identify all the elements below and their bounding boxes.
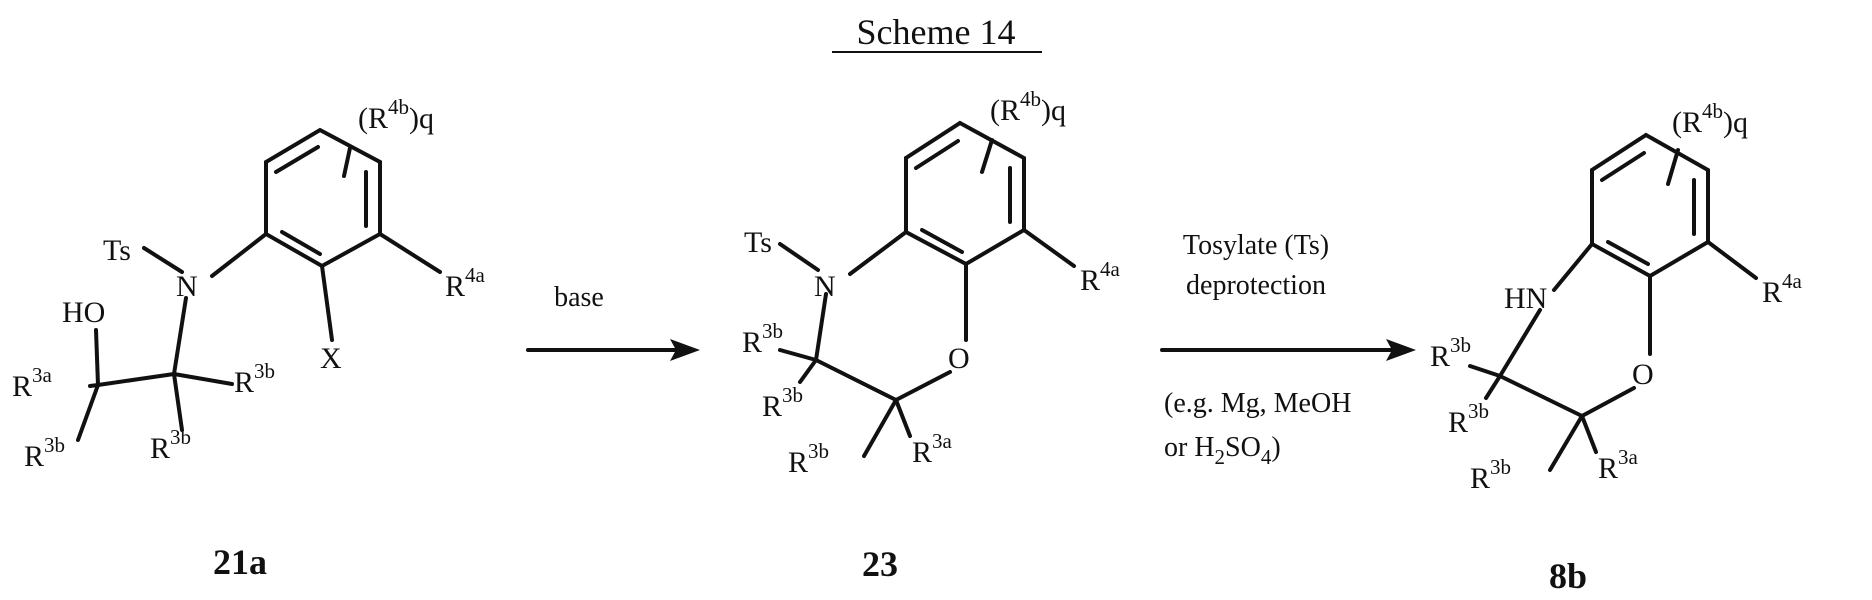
r3b-label: R3b <box>1448 399 1489 439</box>
ho-label: HO <box>62 296 105 329</box>
ho-bond <box>96 330 98 385</box>
n-aryl-bond <box>850 232 906 274</box>
reagent-line-2: deprotection <box>1186 270 1326 301</box>
r3a-bond <box>90 385 98 386</box>
r4a-label: R4a <box>1762 269 1803 309</box>
ts-n-bond <box>780 244 818 270</box>
r3a-label: R3a <box>912 429 953 469</box>
r3b-bond <box>1550 416 1582 470</box>
benzene-ring-8b <box>1592 135 1708 276</box>
ts-label: Ts <box>744 226 772 259</box>
o-label: O <box>948 342 970 375</box>
r4b-label: (R4b)q <box>358 95 434 135</box>
r3b-bond <box>1470 366 1500 376</box>
benzene-ring-23 <box>906 123 1024 264</box>
double-bond <box>916 141 958 168</box>
r3b-label: R3b <box>1430 333 1471 373</box>
reagent-line-4: or H2SO4) <box>1164 432 1281 469</box>
reaction-arrow-2: Tosylate (Ts) deprotection (e.g. Mg, MeO… <box>1162 230 1416 469</box>
compound-8b-structure: (R4b)q R4a HN O R3b R3b R3b R3a 8b <box>1430 99 1803 596</box>
reagent-line-3: (e.g. Mg, MeOH <box>1164 388 1351 419</box>
r4b-attachment-bond <box>982 140 992 172</box>
r4a-bond <box>1024 230 1074 266</box>
compound-23-structure: (R4b)q R4a Ts N O R3b R3b R3b R3a 23 <box>742 87 1121 584</box>
r3b-label: R3b <box>24 433 65 473</box>
ts-label: Ts <box>103 234 131 267</box>
c-c-bond <box>1500 376 1582 416</box>
n-c-bond <box>1500 310 1540 376</box>
r3b-bond <box>864 400 896 456</box>
r4a-label: R4a <box>445 263 486 303</box>
n-aryl-bond <box>1554 244 1592 290</box>
r3b-bond <box>800 360 816 382</box>
double-bond <box>1608 242 1648 264</box>
scheme-title: Scheme 14 <box>832 12 1042 52</box>
r3b-label: R3b <box>762 383 803 423</box>
r4a-bond <box>1708 242 1756 278</box>
reagent-line-1: Tosylate (Ts) <box>1183 230 1329 261</box>
r3a-label: R3a <box>1598 445 1639 485</box>
compound-label-23: 23 <box>862 544 898 584</box>
double-bond <box>922 230 962 252</box>
r3b-bond <box>78 385 98 440</box>
r3b-bond <box>174 374 182 430</box>
r4a-label: R4a <box>1080 257 1121 297</box>
r3a-bond <box>1582 416 1596 452</box>
r4b-label: (R4b)q <box>1672 99 1748 139</box>
c-c-bond <box>816 360 896 400</box>
n-label: N <box>814 270 836 303</box>
r3b-label: R3b <box>150 425 191 465</box>
scheme-title-text: Scheme 14 <box>857 12 1016 52</box>
hn-label: HN <box>1504 282 1547 315</box>
double-bond <box>282 232 320 254</box>
x-bond <box>322 266 332 340</box>
n-aryl-bond <box>212 234 266 276</box>
r3a-bond <box>896 400 910 436</box>
r3b-label: R3b <box>788 439 829 479</box>
r3b-label: R3b <box>234 359 275 399</box>
ts-n-bond <box>144 248 182 272</box>
r3b-label: R3b <box>1470 455 1511 495</box>
r3b-bond <box>780 350 816 360</box>
n-c-bond <box>816 294 826 360</box>
r3b-bond <box>1486 376 1500 398</box>
r3a-label: R3a <box>12 363 53 403</box>
r4a-bond <box>380 234 440 272</box>
c-o-bond <box>1582 388 1634 416</box>
n-ch-bond <box>174 298 186 374</box>
benzene-ring-21a <box>266 130 380 266</box>
r3b-bond <box>174 374 232 384</box>
compound-label-21a: 21a <box>213 542 267 582</box>
r4b-label: (R4b)q <box>990 87 1066 127</box>
o-label: O <box>1632 358 1654 391</box>
reagent-base: base <box>554 282 604 313</box>
compound-21a-structure: (R4b)q R4a X N Ts HO R3a R3b R3b R3b 21a <box>12 95 486 582</box>
x-label: X <box>320 342 342 375</box>
r4b-attachment-bond <box>1668 150 1678 184</box>
c-o-bond <box>896 372 950 400</box>
compound-label-8b: 8b <box>1549 556 1587 596</box>
n-label: N <box>176 270 198 303</box>
reaction-arrow-1: base <box>528 282 700 361</box>
double-bond <box>1602 153 1644 180</box>
c-c-bond <box>98 374 174 385</box>
r3b-label: R3b <box>742 319 783 359</box>
r4b-attachment-bond <box>344 148 350 176</box>
